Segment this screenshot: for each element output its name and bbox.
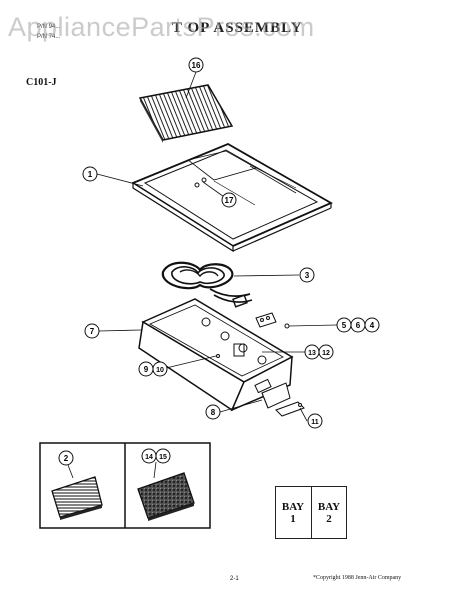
callout-7: 7: [84, 323, 100, 339]
svg-text:2: 2: [64, 454, 69, 463]
svg-text:1: 1: [88, 170, 93, 179]
callout-14: 14: [141, 448, 157, 464]
bay-1-cell: BAY 1: [275, 486, 311, 539]
leader-lines: [67, 71, 338, 479]
callout-2: 2: [58, 450, 74, 466]
svg-text:12: 12: [322, 350, 330, 357]
bay-2-label: BAY: [317, 500, 341, 513]
bay-2-cell: BAY 2: [311, 486, 347, 539]
svg-text:16: 16: [192, 61, 201, 70]
svg-text:3: 3: [305, 271, 310, 280]
svg-text:5: 5: [342, 321, 347, 330]
svg-text:8: 8: [211, 408, 216, 417]
top-frame-part-1: [131, 143, 333, 253]
svg-text:13: 13: [308, 350, 316, 357]
page-title: T OP ASSEMBLY: [172, 20, 303, 36]
svg-text:14: 14: [145, 454, 153, 461]
accessory-panel: [39, 442, 211, 529]
callout-3: 3: [299, 267, 315, 283]
callout-15: 15: [155, 448, 171, 464]
callout-6: 6: [350, 317, 366, 333]
part-number-line-2: P/N 74...: [37, 34, 61, 40]
callout-8: 8: [205, 404, 221, 420]
svg-text:17: 17: [225, 196, 234, 205]
callout-5: 5: [336, 317, 352, 333]
heating-element-part-3: [161, 261, 253, 308]
model-number: C101-J: [26, 77, 57, 88]
svg-text:11: 11: [311, 419, 319, 426]
page-number: 2-1: [230, 576, 239, 582]
svg-text:6: 6: [356, 321, 361, 330]
callout-10: 10: [152, 361, 168, 377]
griddle-part-14-15: [137, 472, 195, 521]
svg-text:7: 7: [90, 327, 95, 336]
callout-13: 13: [304, 344, 320, 360]
svg-text:10: 10: [156, 367, 164, 374]
grille-part-16: [138, 84, 234, 143]
callout-9: 9: [138, 361, 154, 377]
callout-11: 11: [307, 413, 323, 429]
callout-4: 4: [364, 317, 380, 333]
grill-grate-part-2: [51, 476, 103, 520]
bay-1-number: 1: [290, 512, 296, 525]
screw-part-17: [194, 177, 207, 188]
bay-2-number: 2: [326, 512, 332, 525]
callout-17: 17: [221, 192, 237, 208]
svg-text:9: 9: [144, 365, 149, 374]
clip-part-11: [275, 401, 305, 417]
svg-text:15: 15: [159, 454, 167, 461]
bay-1-label: BAY: [281, 500, 305, 513]
callout-12: 12: [318, 344, 334, 360]
bay-divider: [311, 486, 312, 539]
burner-box-part-7: [138, 298, 294, 412]
bracket-part-8: [261, 382, 291, 409]
copyright: *Copyright 1988 Jenn-Air Company: [313, 575, 402, 581]
callout-16: 16: [188, 57, 204, 73]
terminal-block: [255, 312, 290, 329]
svg-text:4: 4: [370, 321, 375, 330]
callout-1: 1: [82, 166, 98, 182]
part-number-line-1: P/N 94...: [37, 24, 61, 30]
